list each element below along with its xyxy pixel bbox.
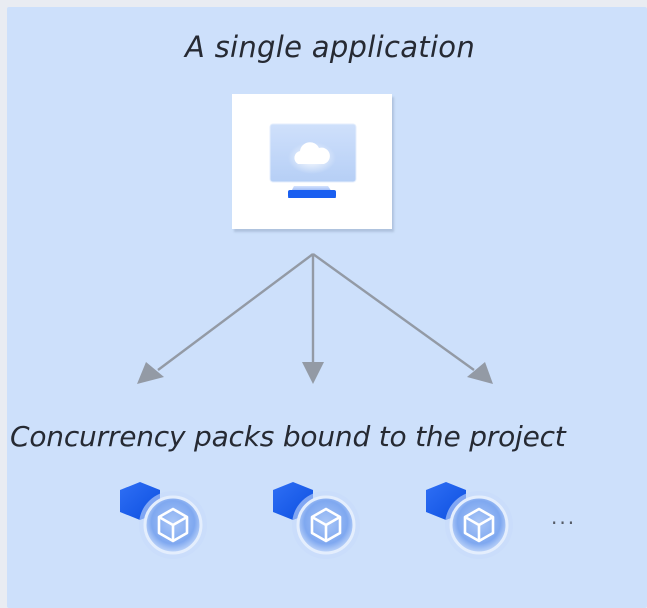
diagram-subtitle: Concurrency packs bound to the project xyxy=(10,420,566,453)
cloud-monitor-icon xyxy=(269,123,357,198)
pack-icon-3 xyxy=(426,482,513,559)
arrowhead-left xyxy=(137,362,164,384)
arrowhead-right xyxy=(467,362,493,384)
diagram-title: A single application xyxy=(184,30,476,64)
arrowhead-center xyxy=(302,362,324,384)
application-card xyxy=(232,94,392,229)
pack-icon-2 xyxy=(273,482,360,559)
more-ellipsis: ... xyxy=(551,505,577,529)
pack-icon-1 xyxy=(120,482,207,559)
